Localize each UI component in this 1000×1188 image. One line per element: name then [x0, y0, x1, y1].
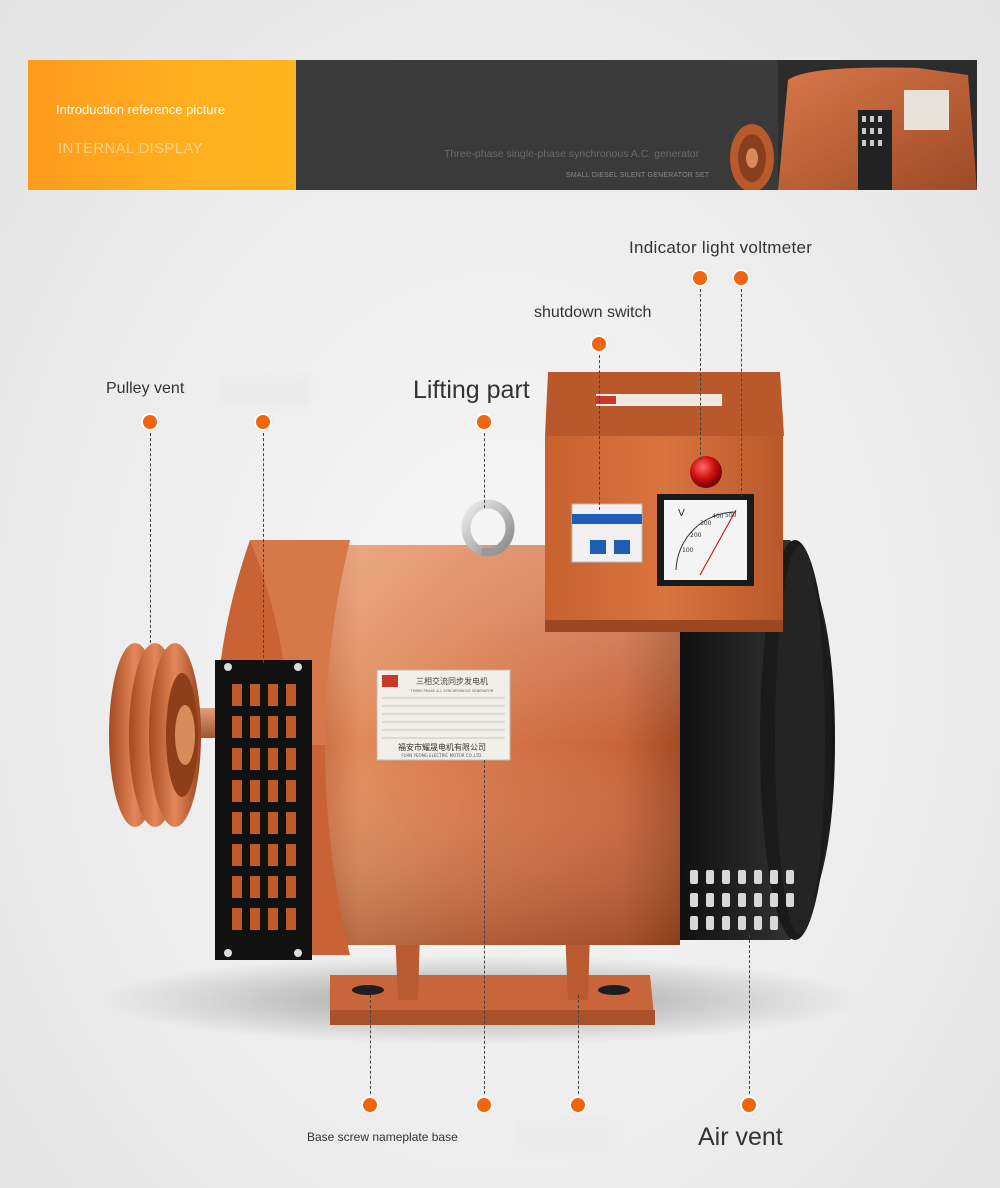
banner-title: Introduction reference picture [56, 102, 226, 117]
callout-dot-switch [592, 337, 606, 351]
generator-thumbnail [730, 60, 977, 190]
voltmeter-tick-100: 100 [682, 547, 694, 554]
callout-dot-base [571, 1098, 585, 1112]
base-screw-hole-right [598, 985, 630, 995]
label-air-vent: Air vent [698, 1123, 783, 1151]
pulley [109, 643, 201, 827]
leader-line-base-screw [370, 995, 371, 1099]
voltmeter-tick-200: 200 [690, 532, 702, 539]
pulley-vent-grille [215, 660, 312, 960]
label-lifting-part: Lifting part [413, 376, 530, 404]
label-pulley-vent: Pulley vent [106, 380, 185, 397]
callout-dot-indicator [693, 271, 707, 285]
callout-dot-voltmeter [734, 271, 748, 285]
voltmeter-tick-500: 500 [725, 512, 737, 519]
banner-description-small: SMALL DIESEL SILENT GENERATOR SET [566, 172, 710, 179]
lifting-eye [461, 499, 515, 557]
leader-line-nameplate [484, 760, 485, 1099]
nameplate-title-en: THREE PHASE A.C SYNCHRONOUS GENERATOR [410, 689, 494, 693]
label-indicator-light-voltmeter: Indicator light voltmeter [629, 238, 813, 257]
leader-line-pulley-vent [263, 428, 264, 663]
intro-banner: Introduction reference picture INTERNAL … [28, 60, 977, 190]
nameplate-maker: 福安市耀晟电机有限公司 [398, 742, 486, 752]
blurred-label-patch [518, 1120, 614, 1154]
voltmeter-tick-400: 400 [712, 513, 724, 520]
leader-line-base [578, 995, 579, 1099]
nameplate-maker-en: FUAN YEONG ELECTRIC MOTOR CO.,LTD. [401, 753, 482, 758]
label-shutdown-switch: shutdown switch [534, 304, 652, 321]
label-base-screw-nameplate-base: Base screw nameplate base [307, 1130, 458, 1144]
leader-line-voltmeter [741, 284, 742, 496]
leader-line-lifting [484, 428, 485, 508]
shutdown-switch-breaker [571, 503, 643, 563]
callout-dot-air-vent [742, 1098, 756, 1112]
leader-line-switch [599, 350, 600, 510]
voltmeter-tick-300: 300 [700, 520, 712, 527]
voltmeter-unit: V [678, 508, 685, 519]
leader-line-pulley [150, 428, 151, 643]
voltmeter: V 100 200 300 400 500 [657, 494, 754, 586]
banner-description: Three-phase single-phase synchronous A.C… [444, 148, 700, 160]
base-screw-hole-left [352, 985, 384, 995]
callout-dot-pulley [143, 415, 157, 429]
nameplate-title: 三相交流同步发电机 [416, 676, 488, 686]
indicator-lamp [690, 456, 722, 488]
blurred-label-patch [218, 376, 310, 406]
leader-line-air-vent [749, 935, 750, 1099]
banner-subtitle: INTERNAL DISPLAY [58, 140, 203, 157]
air-vent-slots [690, 870, 794, 930]
callout-dot-base-screw [363, 1098, 377, 1112]
nameplate [376, 669, 511, 761]
callout-dot-lifting [477, 415, 491, 429]
callout-dot-pulley-vent [256, 415, 270, 429]
banner-orange-panel [28, 60, 296, 190]
leader-line-indicator [700, 284, 701, 460]
callout-dot-nameplate [477, 1098, 491, 1112]
